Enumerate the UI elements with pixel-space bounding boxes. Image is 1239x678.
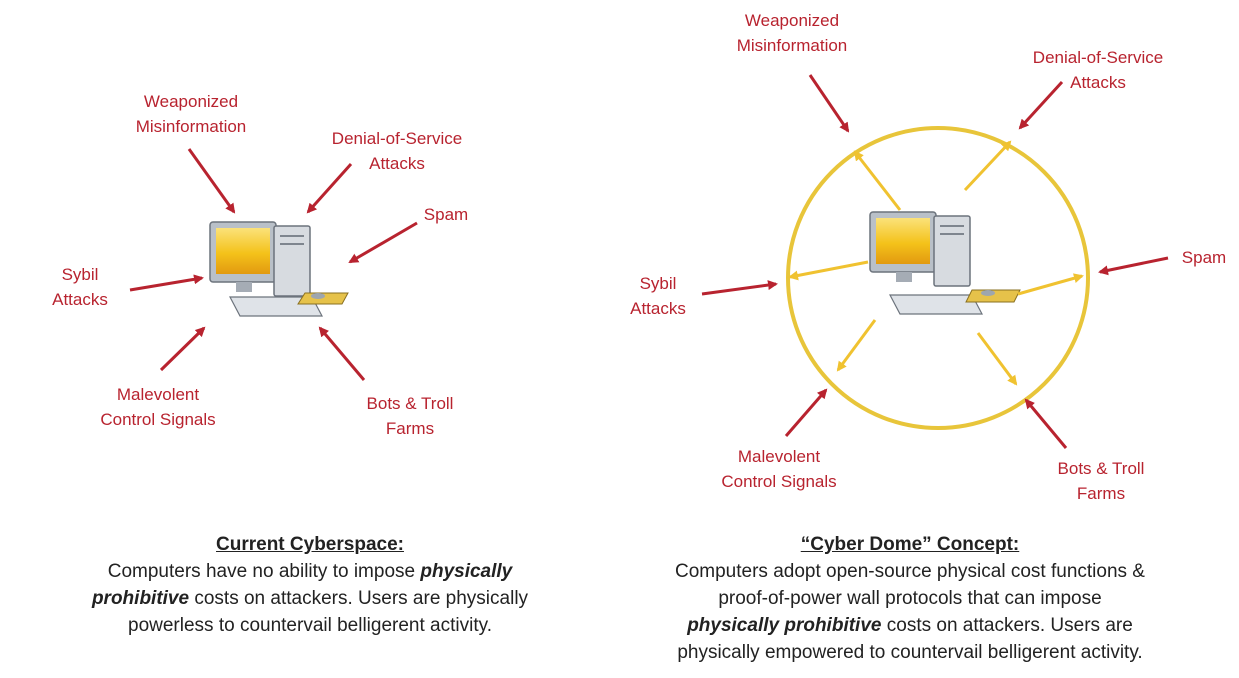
- spam-arrow: [1098, 256, 1169, 276]
- computer-icon: [209, 221, 349, 317]
- current-cyberspace-diagram: [129, 148, 418, 381]
- sybil-arrow: [129, 274, 204, 292]
- dome-arrow-up-right: [963, 140, 1012, 192]
- threat-dos-label: Denial-of-Service Attacks: [331, 129, 463, 173]
- computer-icon: [869, 211, 1021, 315]
- caption-emphasis: physically: [420, 561, 513, 582]
- dos-arrow: [306, 162, 353, 214]
- current-cyberspace-caption: Current Cyberspace: Computers have no ab…: [10, 531, 610, 639]
- caption-emphasis: prohibitive: [91, 588, 190, 609]
- threat-spam-label: Spam: [1181, 248, 1227, 267]
- dome-arrow-down-left: [836, 319, 877, 372]
- threat-misinformation-label: Weaponized Misinformation: [736, 11, 848, 55]
- misinformation-arrow: [808, 74, 850, 133]
- threat-bots-label: Bots & Troll Farms: [366, 394, 454, 438]
- threat-sybil-label: Sybil Attacks: [52, 265, 108, 309]
- caption-text: Computers adopt open-source physical cos…: [675, 561, 1145, 582]
- threat-spam-label: Spam: [423, 205, 469, 224]
- bots-arrow: [1024, 398, 1068, 449]
- misinformation-arrow: [187, 148, 236, 214]
- dome-arrow-up-left: [853, 150, 902, 211]
- threat-bots-label: Bots & Troll Farms: [1057, 459, 1145, 503]
- control-arrow: [159, 326, 206, 372]
- cyber-dome-caption: “Cyber Dome” Concept: Computers adopt op…: [610, 531, 1210, 666]
- caption-text: costs on attackers. Users are: [886, 615, 1133, 636]
- caption-text: Computers have no ability to impose: [107, 561, 416, 582]
- control-arrow: [784, 388, 828, 437]
- cyber-dome-panel: Weaponized Misinformation Denial-of-Serv…: [600, 0, 1239, 678]
- caption-heading: “Cyber Dome” Concept:: [800, 534, 1020, 555]
- current-cyberspace-panel: Weaponized Misinformation Denial-of-Serv…: [10, 92, 610, 639]
- dos-arrow: [1018, 80, 1064, 130]
- dome-arrow-right: [1017, 273, 1084, 296]
- threat-dos-label: Denial-of-Service Attacks: [1032, 48, 1164, 92]
- cyber-dome-circle: [786, 126, 1090, 430]
- bots-arrow: [318, 326, 366, 381]
- cyber-dome-diagram: [701, 74, 1169, 449]
- caption-heading: Current Cyberspace:: [216, 534, 404, 555]
- caption-text: physically empowered to countervail bell…: [677, 642, 1143, 663]
- caption-text: proof-of-power wall protocols that can i…: [718, 588, 1102, 609]
- spam-arrow: [348, 221, 418, 264]
- threat-control-label: Malevolent Control Signals: [721, 447, 837, 491]
- threat-misinformation-label: Weaponized Misinformation: [135, 92, 247, 136]
- caption-emphasis: physically prohibitive: [687, 615, 882, 636]
- sybil-arrow: [701, 280, 778, 296]
- caption-text: costs on attackers. Users are physically: [194, 588, 529, 609]
- caption-text: powerless to countervail belligerent act…: [128, 615, 492, 636]
- dome-arrow-left: [788, 260, 869, 281]
- dome-arrow-down-right: [976, 332, 1018, 386]
- threat-sybil-label: Sybil Attacks: [630, 274, 686, 318]
- threat-control-label: Malevolent Control Signals: [100, 385, 216, 429]
